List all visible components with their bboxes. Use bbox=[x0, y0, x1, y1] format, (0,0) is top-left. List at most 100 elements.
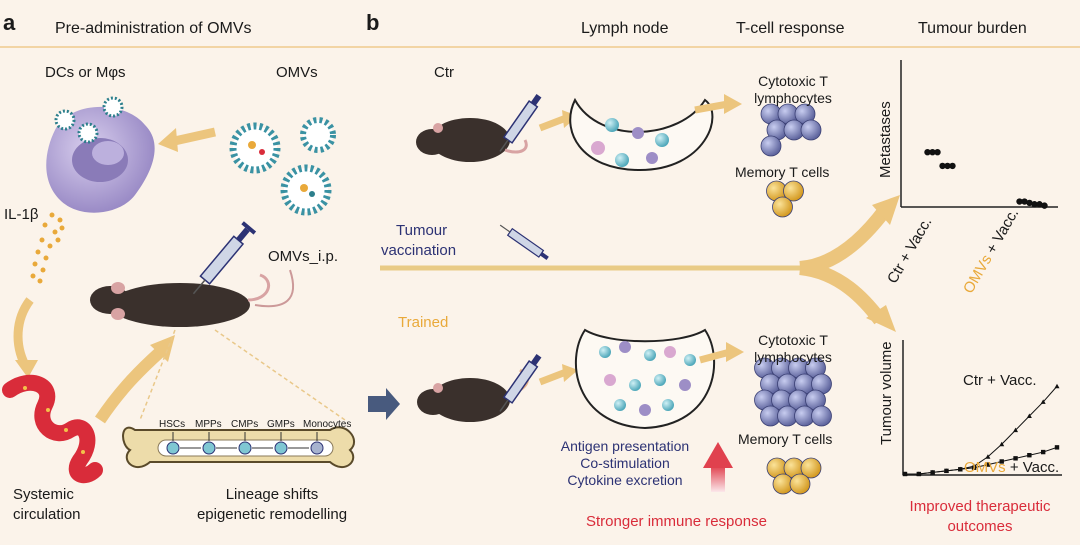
line-point-1-9 bbox=[1027, 453, 1032, 458]
improved-line2: outcomes bbox=[947, 518, 1013, 535]
omv-icon bbox=[54, 96, 124, 144]
scatter-point-0-3 bbox=[939, 162, 946, 170]
scatter-point-1-2 bbox=[1026, 199, 1033, 207]
line-series-1-label: Ctr + Vacc. bbox=[963, 372, 1037, 389]
scatter-point-0-2 bbox=[934, 149, 941, 156]
line-series-1 bbox=[905, 446, 1058, 475]
lineage-line1: Lineage shifts bbox=[225, 486, 319, 503]
memory-t-cluster-bottom bbox=[766, 457, 822, 495]
panel-b-letter: b bbox=[366, 10, 380, 35]
il1b-label: IL-1β bbox=[4, 206, 39, 223]
mem-top-cell-1 bbox=[783, 180, 804, 202]
mouse-icon bbox=[417, 368, 529, 422]
line-point-0-10 bbox=[1040, 399, 1046, 404]
omvs-ip-label: OMVs_i.p. bbox=[268, 248, 339, 265]
scatter-point-0-4 bbox=[944, 162, 951, 170]
bone-cell-label-1: MPPs bbox=[195, 419, 222, 430]
line-series-1-rest: Ctr + Vacc. bbox=[963, 372, 1037, 389]
arrow-lymph-to-tcell-top bbox=[694, 100, 729, 114]
line-point-0-7 bbox=[999, 441, 1005, 447]
arrow-to-mouse-head bbox=[150, 335, 175, 362]
arrow-branch-up-head bbox=[872, 195, 900, 225]
tumour-volume-chart bbox=[902, 340, 1062, 477]
arrow-branch-down bbox=[799, 261, 886, 325]
line-point-1-6 bbox=[985, 462, 991, 467]
scatter-point-0-0 bbox=[924, 149, 931, 156]
lineage-line2: epigenetic remodelling bbox=[196, 506, 348, 523]
cytotoxic-t-cluster-top bbox=[760, 103, 822, 157]
syringe-icon bbox=[499, 94, 542, 152]
line-point-1-10 bbox=[1040, 449, 1046, 455]
bone-cell-label-4: Monocytes bbox=[303, 419, 352, 430]
systemic-line2: circulation bbox=[13, 506, 81, 523]
bone-cell-0 bbox=[166, 441, 180, 455]
ctl-bot-cell-15 bbox=[811, 405, 832, 427]
mem-bot-cell-2 bbox=[800, 457, 822, 479]
memory-t-cluster-top bbox=[766, 180, 804, 218]
mechanism-line1: Antigen presentation bbox=[560, 438, 690, 454]
bone-cell-label-0: HSCs bbox=[159, 419, 186, 430]
mem-top-cell-2 bbox=[772, 196, 793, 218]
arrow-lymph-to-tcell-bottom bbox=[699, 348, 731, 364]
bone-cell-4 bbox=[310, 441, 324, 455]
ctl-top-cell-5 bbox=[800, 119, 822, 141]
bone-cell-label-2: CMPs bbox=[231, 419, 259, 430]
line-point-1-5 bbox=[971, 465, 977, 470]
arrow-ctr-to-lymph bbox=[538, 114, 568, 132]
line-series-2-label: OMVs + Vacc. bbox=[964, 459, 1059, 476]
zoom-line-right bbox=[214, 329, 346, 421]
scatter-point-0-1 bbox=[929, 149, 936, 156]
metastases-ylabel: Metastases bbox=[877, 101, 894, 178]
tumour-volume-ylabel: Tumour volume bbox=[878, 341, 895, 445]
arrow-trained-to-lymph-head bbox=[562, 364, 578, 382]
line-point-0-9 bbox=[1026, 413, 1032, 419]
col-lymph-node: Lymph node bbox=[581, 20, 669, 37]
line-point-1-8 bbox=[1013, 456, 1018, 461]
line-point-1-11 bbox=[1054, 445, 1060, 450]
arrow-branch-down-head bbox=[866, 305, 896, 332]
arrow-omv-to-dc bbox=[169, 127, 216, 147]
arrow-branch-up bbox=[799, 205, 891, 275]
line-point-1-0 bbox=[902, 471, 908, 477]
ctl-top-line2: lymphocytes bbox=[754, 90, 832, 106]
bone-cell-row bbox=[166, 432, 324, 455]
improved-line1: Improved therapeutic bbox=[909, 498, 1051, 515]
line-series-2-highlight: OMVs bbox=[964, 459, 1006, 476]
scatter-point-1-0 bbox=[1016, 198, 1023, 205]
scatter-point-1-3 bbox=[1031, 201, 1038, 208]
syringe-icon bbox=[499, 224, 549, 261]
syringe-icon bbox=[192, 221, 257, 295]
mechanism-line2: Co-stimulation bbox=[580, 455, 670, 471]
arrow-to-circulation bbox=[13, 297, 34, 368]
ctl-top-cell-6 bbox=[760, 135, 782, 157]
metastases-chart bbox=[900, 60, 1058, 209]
vaccination-line2: vaccination bbox=[381, 242, 457, 259]
lymph-node-icon bbox=[574, 328, 716, 430]
syringe-icon bbox=[499, 354, 542, 412]
cytotoxic-t-cluster-bottom bbox=[754, 357, 832, 427]
line-point-1-1 bbox=[916, 471, 922, 477]
scatter-point-0-5 bbox=[949, 162, 956, 170]
omv-icon bbox=[229, 117, 336, 216]
panel-a-header: Pre-administration of OMVs bbox=[55, 20, 252, 37]
line-point-0-6 bbox=[985, 454, 991, 459]
panel-a-letter: a bbox=[3, 10, 16, 35]
ctl-bottom-line1: Cytotoxic T bbox=[758, 332, 828, 348]
bone-cell-3 bbox=[274, 441, 288, 455]
arrow-trained-to-lymph bbox=[538, 368, 568, 386]
arrow-lymph-to-tcell-bottom-head bbox=[726, 342, 744, 362]
arrow-to-mouse bbox=[95, 347, 165, 424]
systemic-line1: Systemic bbox=[13, 486, 74, 503]
line-point-0-11 bbox=[1054, 383, 1060, 389]
scatter-point-1-4 bbox=[1036, 201, 1043, 208]
trained-label: Trained bbox=[398, 314, 449, 331]
arrow-lymph-to-tcell-top-head bbox=[724, 94, 742, 114]
line-point-1-3 bbox=[944, 468, 949, 474]
bone-cell-1 bbox=[202, 441, 216, 455]
vaccination-line1: Tumour bbox=[396, 222, 448, 239]
line-point-1-4 bbox=[958, 467, 963, 472]
omvs-label: OMVs bbox=[276, 64, 318, 81]
arrow-omv-to-dc-head bbox=[158, 128, 178, 152]
